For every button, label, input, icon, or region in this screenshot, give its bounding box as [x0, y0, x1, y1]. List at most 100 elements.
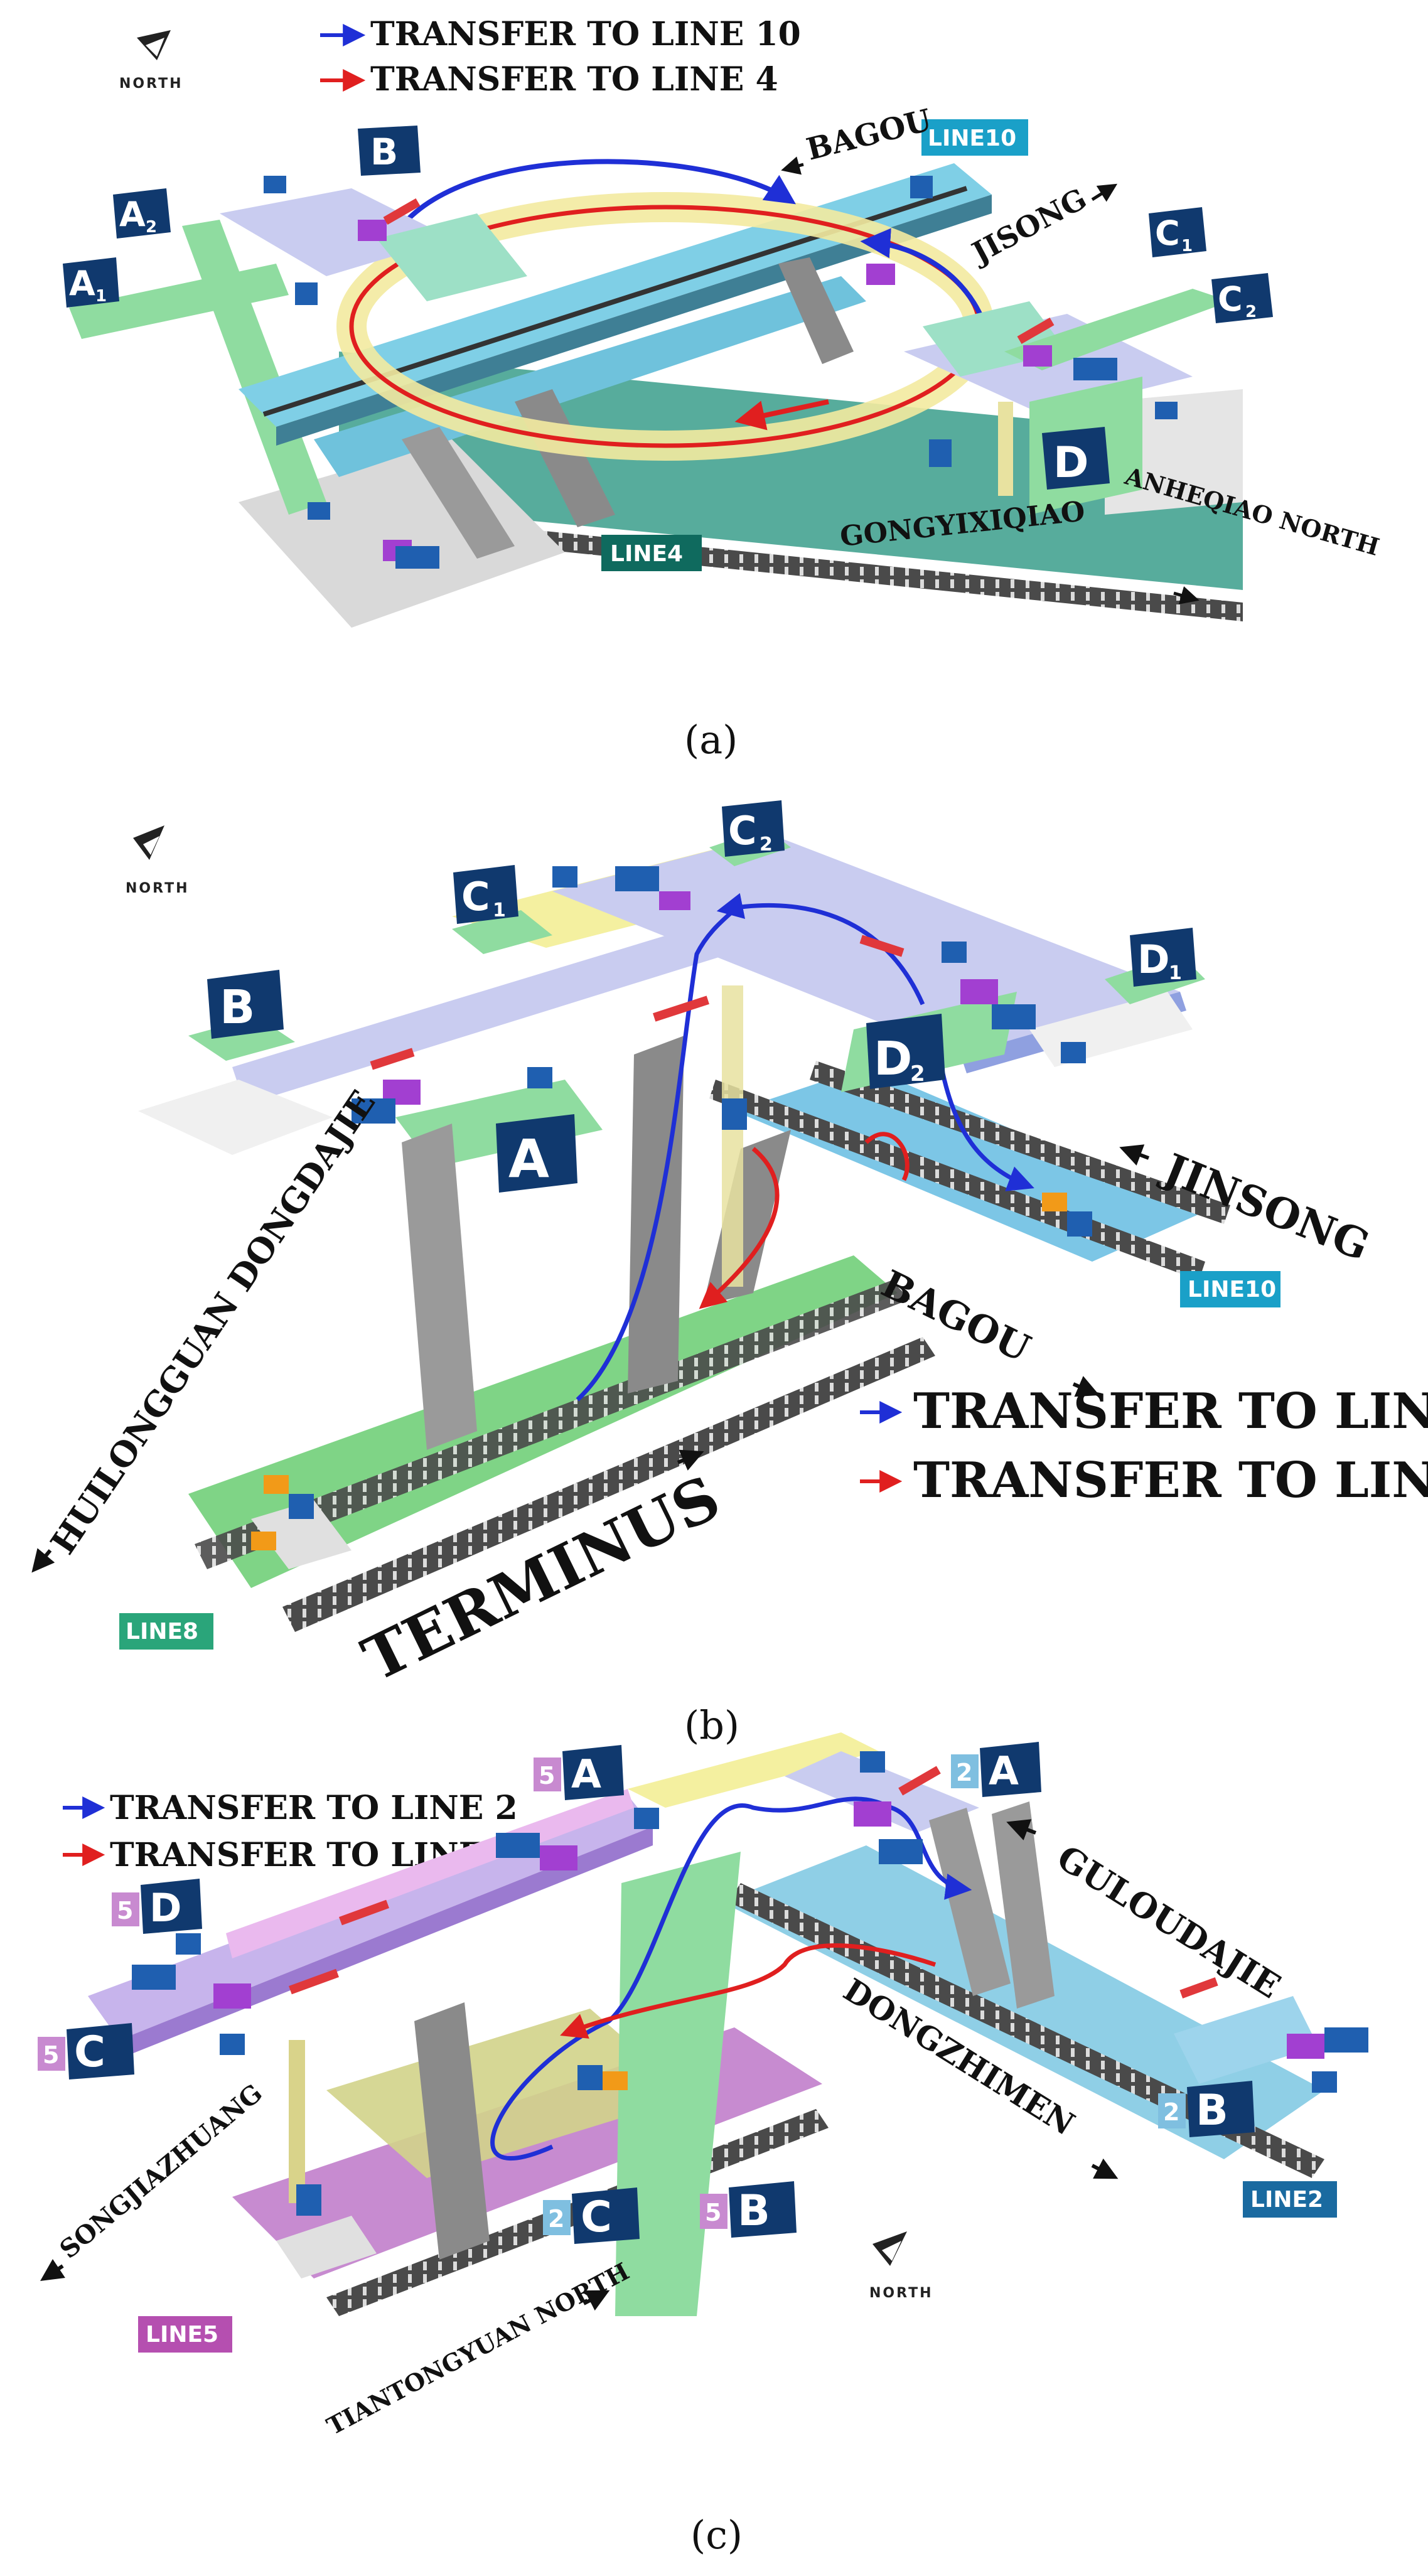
exit-pad [452, 910, 552, 954]
transfer-route-red [560, 1943, 937, 2039]
concourse-block [138, 1080, 333, 1155]
pillar [289, 2040, 305, 2203]
stair-icon [251, 1532, 276, 1550]
transfer-route-red [699, 1147, 780, 1309]
service-icon [496, 1833, 540, 1858]
ticket-machine-icon [213, 1983, 251, 2009]
svg-text:B: B [1196, 2086, 1228, 2135]
faregate-icon [859, 935, 905, 957]
exit-badge-a1: A 1 [63, 257, 119, 308]
svg-text:2: 2 [910, 1061, 925, 1087]
svg-text:A: A [989, 1748, 1019, 1794]
svg-text:5: 5 [539, 1762, 555, 1790]
faregate-icon [383, 198, 421, 225]
svg-text:D: D [149, 1885, 181, 1931]
faregate-icon [653, 996, 709, 1022]
info-icon [1061, 1042, 1086, 1063]
stair-icon [264, 1475, 289, 1494]
ticket-machine-icon [866, 264, 895, 285]
line10-platform [276, 195, 992, 446]
elevator-icon [929, 439, 952, 467]
direction-label: BAGOU [803, 102, 935, 167]
svg-text:A: A [508, 1128, 549, 1189]
legend-item-1: TRANSFER TO LINE 10 [370, 15, 801, 53]
compass-icon [137, 30, 171, 60]
caption-a: (a) [684, 717, 738, 763]
restroom-icon [1067, 1211, 1092, 1237]
exit-badge-5b: 5 B [700, 2181, 797, 2238]
svg-text:D: D [874, 1032, 912, 1086]
compass-label: NORTH [126, 881, 190, 896]
faregate-icon [1017, 317, 1055, 345]
svg-text:5: 5 [43, 2041, 59, 2069]
concourse [785, 1751, 979, 1833]
escalator [703, 1130, 791, 1306]
exit-badge-c1: C 1 [1149, 207, 1206, 257]
platform-stair [276, 2216, 377, 2278]
info-icon [176, 1933, 201, 1955]
legend-item-2: TRANSFER TO LINE 8 [913, 1452, 1428, 1509]
service-icon [992, 1004, 1036, 1029]
exit-badge-b: B [207, 970, 284, 1039]
svg-text:2: 2 [548, 2205, 564, 2233]
legend: TRANSFER TO LINE 10 TRANSFER TO LINE 4 [320, 15, 801, 99]
svg-text:LINE10: LINE10 [1188, 1277, 1276, 1302]
line4-platform [339, 352, 1243, 590]
pillar [998, 402, 1013, 496]
svg-text:C: C [1155, 213, 1180, 253]
ticket-machine-icon [659, 891, 690, 910]
escalator [414, 2002, 490, 2260]
svg-text:LINE5: LINE5 [146, 2322, 218, 2348]
info-icon [527, 1067, 552, 1088]
compass-label: NORTH [119, 76, 183, 92]
line-badge-line5: LINE5 [138, 2316, 232, 2353]
exit-badge-5c: 5 C [38, 2023, 134, 2080]
transfer-route-blue [490, 1796, 972, 2161]
platform-stair [251, 1500, 352, 1569]
svg-text:B: B [220, 980, 255, 1034]
info-icon [634, 1808, 659, 1829]
exit-badge-d: D [1042, 427, 1110, 490]
panel-b: NORTH [31, 800, 1428, 1748]
arrow-icon [1072, 1376, 1100, 1397]
legend-item-1: TRANSFER TO LINE 2 [110, 1789, 518, 1827]
info-icon [552, 866, 577, 888]
arrow-icon [781, 156, 804, 175]
exit-badge-d1: D 1 [1130, 928, 1196, 987]
restroom-icon [910, 176, 933, 198]
svg-text:2: 2 [1163, 2098, 1179, 2126]
ticket-machine-icon [540, 1845, 577, 1870]
svg-text:2: 2 [1245, 303, 1257, 321]
svg-text:D: D [1053, 438, 1088, 488]
platform-stair [1174, 1996, 1318, 2084]
arrow-icon [1173, 586, 1200, 604]
concourse [232, 898, 810, 1105]
exit-badge-a2: A 2 [113, 188, 171, 239]
arrow-icon [1091, 2158, 1119, 2179]
panel-c: TRANSFER TO LINE 2 TRANSFER TO LINE 5 [38, 1732, 1368, 2558]
svg-text:1: 1 [1169, 962, 1182, 984]
line-badge-line4: LINE4 [601, 535, 702, 571]
svg-text:2: 2 [760, 834, 773, 856]
info-icon [1312, 2071, 1337, 2093]
arrow-icon [582, 2290, 610, 2311]
ticket-machine-icon [854, 1801, 891, 1827]
svg-text:5: 5 [705, 2199, 721, 2226]
transfer-passage [628, 1732, 879, 1808]
ticket-machine-icon [358, 220, 387, 241]
compass-label: NORTH [869, 2285, 933, 2301]
restroom-icon [289, 1494, 314, 1519]
svg-text:1: 1 [95, 287, 107, 306]
exit-walkway [182, 220, 326, 515]
info-icon [308, 502, 330, 520]
exit-badge-c2: C 2 [1211, 273, 1273, 323]
restroom-icon [295, 282, 318, 305]
arrow-icon [677, 1449, 704, 1471]
transfer-route-blue [716, 893, 925, 1006]
line-badge-line10: LINE10 [921, 119, 1028, 156]
restroom-icon [577, 2065, 603, 2090]
arrow-icon [40, 2259, 65, 2281]
legend: TRANSFER TO LINE 2 TRANSFER TO LINE 5 [63, 1789, 518, 1874]
concourse-edge [119, 1827, 653, 2059]
arrow-icon [1091, 183, 1118, 202]
